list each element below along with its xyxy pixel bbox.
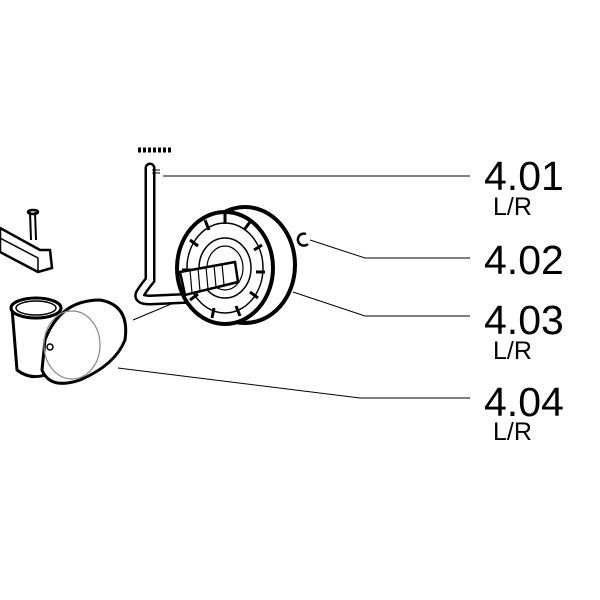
callout-side-4-01: L/R <box>493 193 532 221</box>
leader-lines <box>117 175 470 399</box>
callout-number-4-03: 4.03 <box>484 297 564 343</box>
callout-side-4-04: L/R <box>493 418 532 446</box>
callout-number-4-01: 4.01 <box>484 153 564 199</box>
callout-number-4-02: 4.02 <box>484 237 564 283</box>
retaining-clip <box>296 232 309 247</box>
leader-line-4-04 <box>117 367 470 399</box>
crank-handle <box>134 147 201 306</box>
leader-line-4-03 <box>292 291 470 317</box>
wheel-cap <box>9 296 128 385</box>
wheel <box>175 205 297 326</box>
leader-line-4-02 <box>309 239 470 259</box>
frame-bar <box>0 208 54 274</box>
callout-side-4-03: L/R <box>493 337 532 365</box>
callout-number-4-04: 4.04 <box>484 379 564 425</box>
leader-line-axle <box>132 301 177 321</box>
